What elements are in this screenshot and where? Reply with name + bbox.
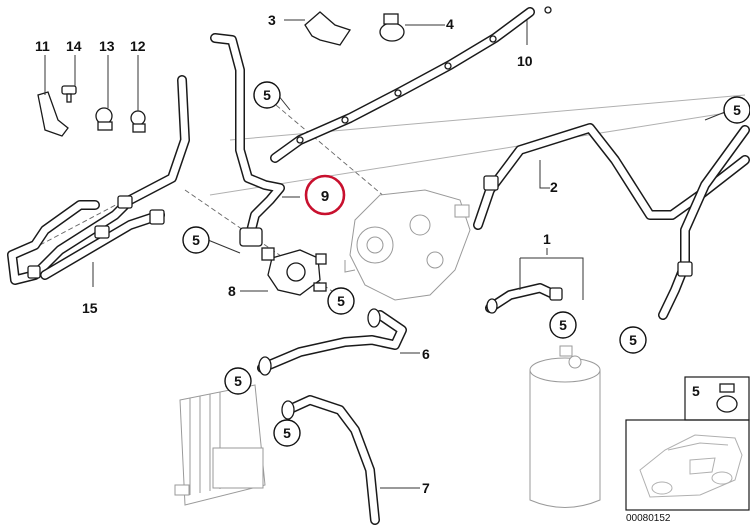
vehicle-location-thumbnail [625,419,750,511]
svg-text:9: 9 [321,188,329,205]
fuel-filter [529,345,601,508]
svg-text:5: 5 [234,373,242,389]
label-part-12: 12 [130,38,146,54]
label-part-7: 7 [422,480,430,496]
label-part-11: 11 [35,38,50,54]
label-part-6: 6 [422,346,430,362]
clamp-13 [95,107,113,131]
label-part-13: 13 [99,38,115,54]
part-labels: 11 14 13 12 3 4 10 2 1 8 15 6 7 [35,12,558,496]
hose-9 [210,33,285,247]
screw-14 [61,85,77,103]
hose-15 [7,75,190,285]
label-part-14: 14 [66,38,82,54]
control-unit [174,384,266,506]
legend-part-5: 5 [684,376,750,421]
callout-5-hose-6: 5 [224,367,252,395]
clamp-12 [130,110,146,133]
callout-5-right-top: 5 [723,96,750,124]
clip-3 [304,11,352,46]
label-part-10: 10 [517,53,533,69]
label-part-2: 2 [550,179,558,195]
svg-text:5: 5 [733,102,741,118]
document-number: 00080152 [626,513,671,524]
high-pressure-pump [344,189,471,301]
hose-1 [485,283,563,314]
svg-text:5: 5 [263,87,271,103]
callout-5-group: 5 5 5 5 5 5 5 5 [182,81,750,447]
callout-5-left-middle: 5 [182,226,210,254]
label-part-4: 4 [446,16,454,32]
svg-text:5: 5 [283,425,291,441]
callout-5-filter-right: 5 [619,326,647,354]
svg-text:5: 5 [337,293,345,309]
clamp-4 [379,13,405,42]
pressure-regulator [261,247,327,296]
svg-text:5: 5 [629,332,637,348]
hose-7 [281,395,380,525]
callout-5-hose-7: 5 [273,419,301,447]
callout-5-regulator: 5 [327,287,355,315]
label-part-3: 3 [268,12,276,28]
hose-6 [257,308,407,376]
bracket-11 [37,91,69,137]
legend-label: 5 [692,383,700,399]
label-part-1: 1 [543,231,551,247]
callout-5-top: 5 [253,81,281,109]
hose-2 [473,123,750,320]
fuel-rail-line [270,6,552,163]
svg-text:5: 5 [192,232,200,248]
callout-9-highlighted: 9 [304,174,346,216]
leader-lines [44,19,726,489]
label-part-8: 8 [228,283,236,299]
svg-text:5: 5 [559,317,567,333]
label-part-15: 15 [82,300,98,316]
callout-5-hose-1: 5 [549,311,577,339]
